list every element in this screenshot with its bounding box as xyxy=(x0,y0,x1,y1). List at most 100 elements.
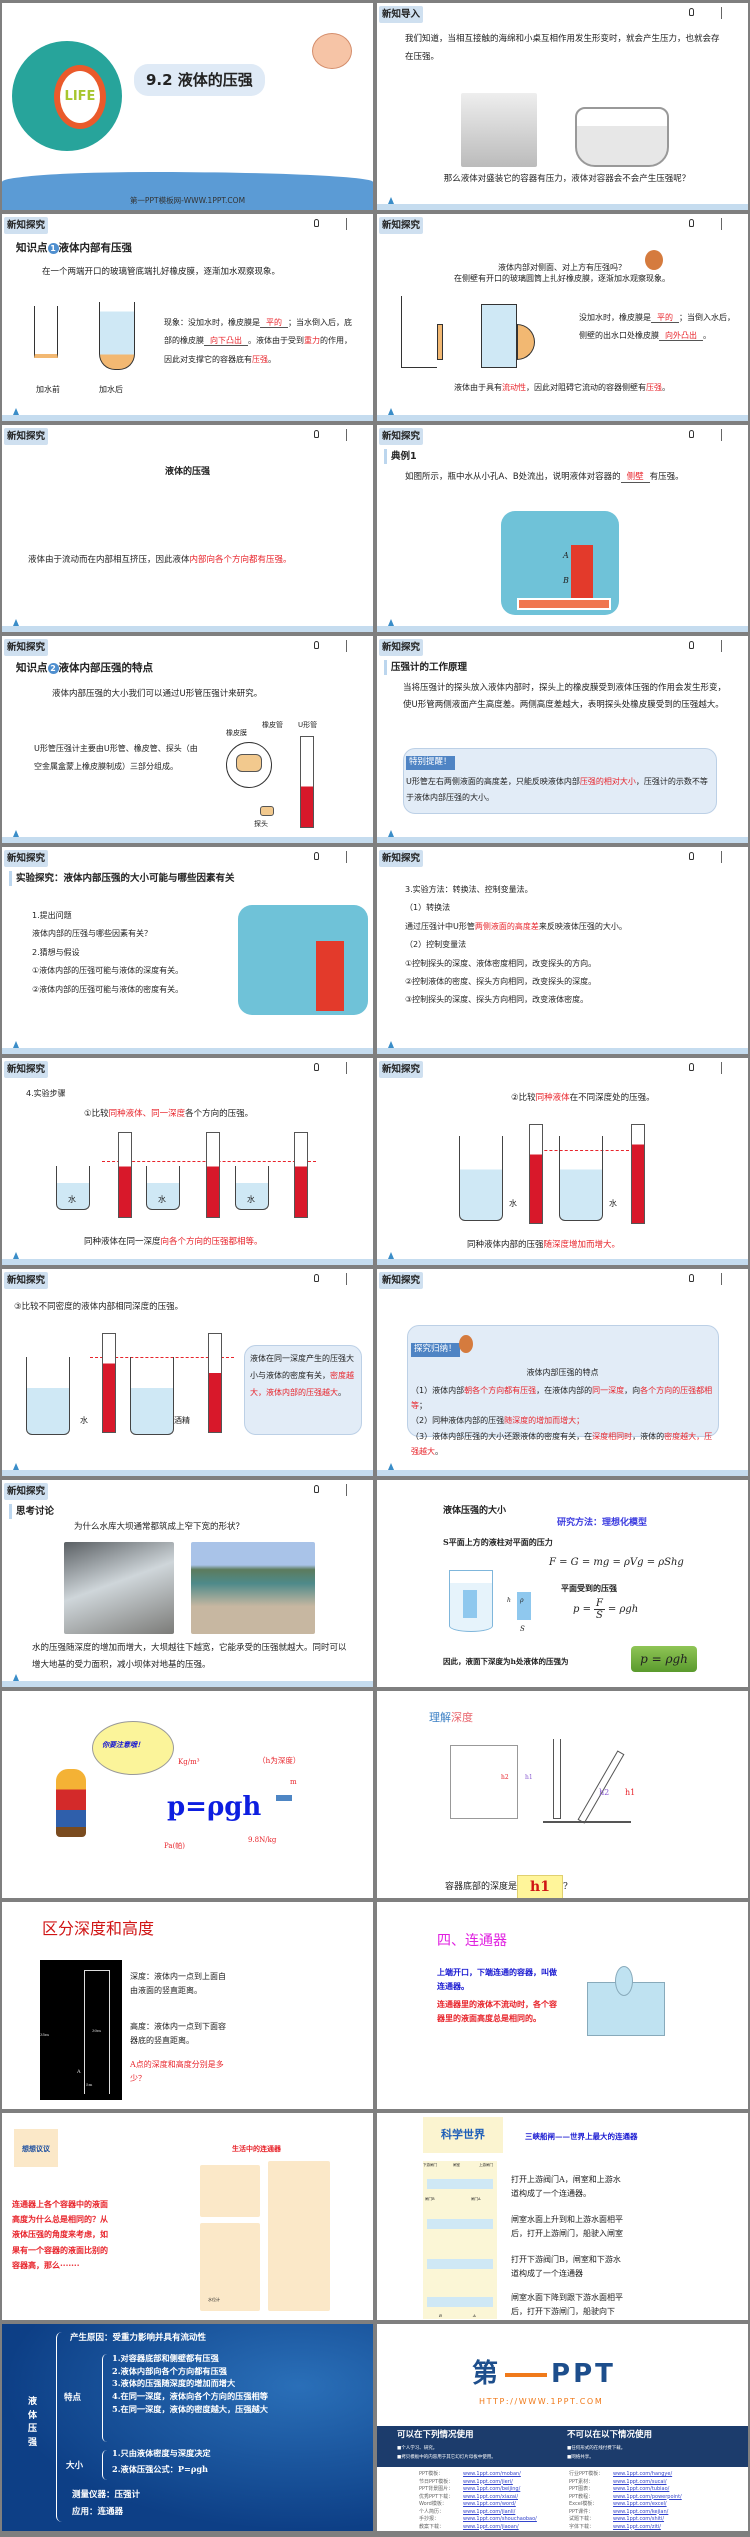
slide-discussion[interactable]: 新知探究 思考讨论 为什么水库大坝通常都筑成上窄下宽的形状？ 水的压强随深度的增… xyxy=(2,1480,373,1687)
slide-formula-units[interactable]: 你要注意哦！ p=ρgh Kg/m³ （h为深度） m Pa(帕) 9.8N/k… xyxy=(2,1691,373,1898)
text-segment: ①比较 xyxy=(84,1109,109,1119)
text-segment: 液体由于具有 xyxy=(454,383,502,392)
divider xyxy=(346,1484,347,1496)
formula-box: p = ρgh xyxy=(631,1646,697,1672)
u-tube-gauge xyxy=(118,1132,132,1218)
slide-discuss-vessels[interactable]: 想想议议 生活中的连通器 连通器上各个容器中的液面高度为什么总是相同的？从液体压… xyxy=(2,2113,373,2320)
label-hose: 橡皮管 xyxy=(262,721,283,729)
lock-water xyxy=(427,2259,493,2269)
section-tag: 新知探究 xyxy=(379,428,424,446)
resource-link[interactable]: www.1ppt.com/tubiao/ xyxy=(613,2486,670,2492)
link-label: PPT背景图片： xyxy=(419,2486,454,2492)
slide-example-1[interactable]: 新知探究 典例1 如图所示，瓶中水从小孔A、B处流出，说明液体对容器的侧壁有压强… xyxy=(377,425,748,632)
text-segment: 。液体由于受到 xyxy=(248,336,304,346)
example-heading: 典例1 xyxy=(384,449,417,465)
vessel-neck xyxy=(615,1966,633,1996)
u-tube-gauge xyxy=(300,736,314,828)
answer-box: h1 xyxy=(517,1875,563,1898)
resource-link[interactable]: www.1ppt.com/xiazai/ xyxy=(463,2493,519,2500)
resource-link[interactable]: www.1ppt.com/jiaoan/ xyxy=(463,2523,519,2530)
principle-text: 当将压强计的探头放入液体内部时，探头上的橡皮膜受到液体压强的作用会发生形变，使U… xyxy=(403,683,727,710)
text-segment: 液体在同一深度产生的压强大小与液体的密度有关， xyxy=(250,1354,354,1380)
divider xyxy=(346,429,347,441)
link-row: 手抄报：www.1ppt.com/shouchaobao/ xyxy=(419,2516,537,2524)
resource-link[interactable]: www.1ppt.com/moban/ xyxy=(463,2471,521,2477)
resource-link[interactable]: www.1ppt.com/beijing/ xyxy=(463,2486,521,2492)
h2-label-tube: h2 xyxy=(599,1788,610,1797)
depth-note: （h为深度） xyxy=(258,1756,301,1765)
tiger-mascot xyxy=(56,1769,86,1837)
cannot-use-heading: 不可以在以下情况使用 xyxy=(567,2430,653,2440)
depth-question: 容器底部的深度是 h1 ? xyxy=(445,1875,568,1898)
highlight-text: 压强的相对大小 xyxy=(579,777,636,786)
footer-bar xyxy=(377,1259,748,1265)
height-definition: 高度：液体内一点到下面容器底的竖直距离。 xyxy=(130,2022,226,2045)
slide-intro[interactable]: 新知导入 我们知道，当相互接触的海绵和小桌互相作用发生形变时，就会产生压力，也就… xyxy=(377,3,748,210)
h1-label: h1 xyxy=(525,1774,533,1781)
tree-icon xyxy=(13,830,19,837)
resource-link[interactable]: www.1ppt.com/word/ xyxy=(463,2501,516,2507)
link-label: 教案下载： xyxy=(419,2523,445,2530)
link-row: 字体下载：www.1ppt.com/ziti/ xyxy=(569,2524,682,2532)
slide-step-1[interactable]: 新知探究 4.实验步骤 ①比较同种液体、同一深度各个方向的压强。 水 水 水 同… xyxy=(2,1058,373,1265)
link-label: PPT模板： xyxy=(419,2471,444,2477)
size-item: 1.只由液体密度与深度决定 xyxy=(112,2448,211,2458)
beaker xyxy=(235,1166,269,1210)
slide-pressure-formula[interactable]: 液体压强的大小 研究方法：理想化模型 S平面上方的液柱对平面的压力 F = G … xyxy=(377,1480,748,1687)
tree-icon xyxy=(13,1252,19,1259)
resource-link[interactable]: www.1ppt.com/jieri/ xyxy=(463,2478,513,2485)
text-segment: 有压强。 xyxy=(649,472,684,482)
link-row: 行业PPT模板：www.1ppt.com/hangye/ xyxy=(569,2471,682,2479)
slide-side-pressure[interactable]: 新知探究 液体内部对侧面、对上方有压强吗？在侧壁有开口的玻璃圆筒上扎好橡皮膜，逐… xyxy=(377,214,748,421)
slide-experiment-method[interactable]: 新知探究 3.实验方法：转换法、控制变量法。 （1）转换法 通过压强计中U形管两… xyxy=(377,847,748,1054)
brand-url[interactable]: HTTP://WWW.1PPT.COM xyxy=(479,2397,604,2406)
heading-part: 理解 xyxy=(429,1711,451,1724)
cloud-icon xyxy=(312,33,352,69)
resource-link[interactable]: www.1ppt.com/shiti/ xyxy=(613,2516,665,2522)
slide-understand-depth[interactable]: 理解深度 h2 h1 h2 h1 容器底部的深度是 h1 ? xyxy=(377,1691,748,1898)
slide-summary-features[interactable]: 新知探究 探究归纳！ 液体内部压强的特点 （1）液体内部朝各个方向都有压强，在液… xyxy=(377,1269,748,1476)
instruction-line: 在侧壁有开口的玻璃圆筒上扎好橡皮膜，逐渐加水观察现象。 xyxy=(454,274,670,284)
resource-link[interactable]: www.1ppt.com/excel/ xyxy=(613,2501,667,2507)
application-line: 应用：连通器 xyxy=(72,2507,124,2517)
slide-liquid-pressure[interactable]: 新知探究 液体的压强 液体由于流动而在内部相互挤压，因此液体内部向各个方向都有压… xyxy=(2,425,373,632)
intro-text: 液体内部压强的大小我们可以通过U形管压强计来研究。 xyxy=(52,689,263,699)
resource-link[interactable]: www.1ppt.com/powerpoint/ xyxy=(613,2493,682,2500)
highlight-text: 压强 xyxy=(646,383,662,392)
link-row: PPT图表：www.1ppt.com/tubiao/ xyxy=(569,2486,682,2494)
link-row: PPT教程：www.1ppt.com/powerpoint/ xyxy=(569,2494,682,2502)
slide-depth-vs-height[interactable]: 区分深度和高度 35m 30m A 5m 深度：液体内一点到上面自由液面的竖直距… xyxy=(2,1902,373,2109)
footer-bar xyxy=(377,837,748,843)
slide-summary-tree[interactable]: 液体压强 产生原因：受重力影响并具有流动性 特点 1.对容器底部和侧壁都有压强 … xyxy=(2,2324,373,2531)
text-segment: ②比较 xyxy=(511,1093,536,1103)
slide-step-2[interactable]: 新知探究 ②比较同种液体在不同深度处的压强。 水 水 同种液体内部的压强随深度增… xyxy=(377,1058,748,1265)
text-segment: ，压强计的示数不等于液体内部压强的大小。 xyxy=(406,777,708,802)
tree-icon xyxy=(388,830,394,837)
reminder-text: U形管左右两侧液面的高度差，只能反映液体内部压强的相对大小，压强计的示数不等于液… xyxy=(406,774,711,806)
slide-connected-vessels[interactable]: 四、连通器 上端开口，下端连通的容器，叫做连通器。 连通器里的液体不流动时，各个… xyxy=(377,1902,748,2109)
resource-link[interactable]: www.1ppt.com/kejian/ xyxy=(613,2508,669,2515)
text-segment: 通过压强计中U形管 xyxy=(405,921,475,931)
bottle-red-water xyxy=(571,545,593,607)
text-segment: 没加水时，橡皮膜是 xyxy=(579,313,651,322)
resource-link[interactable]: www.1ppt.com/shouchaobao/ xyxy=(463,2516,537,2522)
slide-ship-lock[interactable]: 科学世界 三峡船闸——世界上最大的连通器 下游闸门 闸室 上游闸门 闸门B 闸门… xyxy=(377,2113,748,2320)
slide-experiment-question[interactable]: 新知探究 实验探究：液体内部压强的大小可能与哪些因素有关 1.提出问题 液体内部… xyxy=(2,847,373,1054)
slide-title[interactable]: LIFE 9.2 液体的压强 第一PPT模板网-WWW.1PPT.COM xyxy=(2,3,373,210)
divider xyxy=(721,851,722,863)
phenomenon-text: 现象：没加水时，橡皮膜是平的；当水倒入后，底部的橡皮膜向下凸出。液体由于受到重力… xyxy=(164,314,354,369)
resource-link[interactable]: www.1ppt.com/sucai/ xyxy=(613,2478,667,2485)
resource-link[interactable]: www.1ppt.com/jianli/ xyxy=(463,2508,516,2515)
resource-link[interactable]: www.1ppt.com/ziti/ xyxy=(613,2523,661,2530)
slide-step-3[interactable]: 新知探究 ③比较不同密度的液体内部相同深度的压强。 水 酒精 液体在同一深度产生… xyxy=(2,1269,373,1476)
logo-part: 第 xyxy=(472,2359,502,2389)
membrane-flat xyxy=(437,324,443,360)
tree-icon xyxy=(388,197,394,204)
principle-heading: 压强计的工作原理 xyxy=(384,660,467,676)
resource-link[interactable]: www.1ppt.com/hangye/ xyxy=(613,2471,673,2477)
slide-gauge-principle[interactable]: 新知探究 压强计的工作原理 当将压强计的探头放入液体内部时，探头上的橡皮膜受到液… xyxy=(377,636,748,843)
